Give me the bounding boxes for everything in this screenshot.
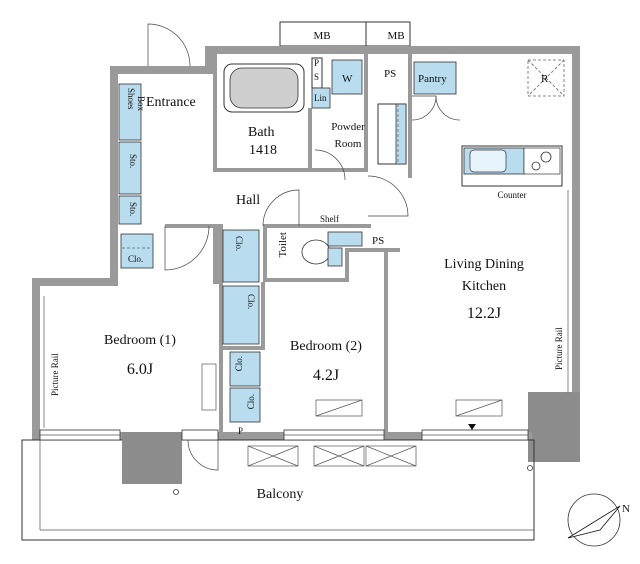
fixtures (43, 57, 569, 495)
mb-label-2: MB (387, 30, 404, 42)
ldk-size: 12.2J (467, 305, 501, 322)
bedroom-2-label: Bedroom (2) (290, 339, 362, 354)
walls (21, 46, 580, 541)
shelf-label: Shelf (320, 214, 339, 224)
shoes-box (118, 83, 142, 141)
bedroom-1-size: 6.0J (127, 361, 153, 378)
washer-label: W (342, 73, 353, 85)
closet-label-c: Clo. (234, 356, 244, 371)
bedroom-2-size: 4.2J (313, 367, 339, 384)
powder-room-label-2: Room (335, 138, 362, 150)
compass-label: N (622, 503, 630, 515)
shoes-box-label-2: Box (136, 96, 146, 112)
powder-room-label-1: Powder (331, 121, 365, 133)
bath-label: Bath (248, 125, 274, 140)
compass: N (567, 493, 630, 547)
linen-label: Lin (314, 93, 327, 103)
windows (39, 424, 529, 441)
ldk-label-1: Living Dining (444, 257, 524, 272)
closet-label-a: Clo. (234, 236, 244, 251)
closet-label-d: Clo. (246, 394, 256, 409)
shoes-box-label-1: Shoes (126, 88, 136, 110)
range-hood-label: R (541, 73, 549, 85)
counter-label: Counter (498, 190, 527, 200)
picture-rail-left-label: Picture Rail (50, 353, 60, 396)
closet-label-left: Clo. (128, 254, 143, 264)
entrance-label: Entrance (146, 95, 196, 110)
pantry-label: Pantry (418, 73, 447, 85)
meter-boxes: MB MB (279, 21, 411, 47)
mb-label-1: MB (313, 30, 330, 42)
doors (147, 23, 461, 471)
ps-mid-label: PS (372, 235, 384, 247)
picture-rail-right-label: Picture Rail (554, 327, 564, 370)
ps-small-label-p: P (314, 58, 319, 68)
balcony-label: Balcony (257, 487, 304, 502)
storage-label-2: Sto. (128, 202, 138, 216)
ps-top-label: PS (384, 68, 396, 80)
bedroom-1-label: Bedroom (1) (104, 333, 176, 348)
ps-small-label-s: S (314, 72, 319, 82)
p-bottom-label: P (238, 426, 243, 436)
storage-label-1: Sto. (128, 154, 138, 168)
toilet-label: Toilet (277, 232, 289, 258)
ldk-label-2: Kitchen (462, 279, 506, 294)
closet-label-b: Clo. (246, 294, 256, 309)
bath-size: 1418 (249, 143, 277, 158)
hall-label: Hall (236, 193, 260, 208)
labels: Entrance Shoes Box Sto. Sto. Clo. Bath 1… (50, 58, 564, 502)
